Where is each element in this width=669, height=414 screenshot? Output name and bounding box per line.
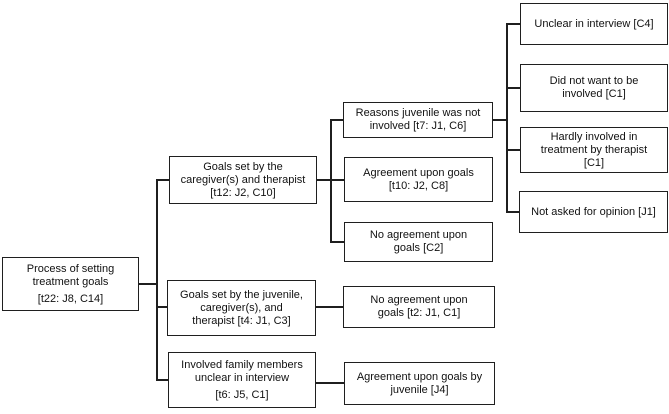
connector-line xyxy=(330,119,343,121)
connector-line xyxy=(156,306,167,308)
node-reasons-not-involved: Reasons juvenile was not involved [t7: J… xyxy=(343,102,493,138)
connector-line xyxy=(316,306,343,308)
node-family-unclear-tag: [t6: J5, C1] xyxy=(215,388,269,401)
connector-line xyxy=(316,382,344,384)
connector-line xyxy=(156,179,158,381)
connector-line xyxy=(317,179,330,181)
connector-line xyxy=(330,179,344,181)
node-unclear-interview: Unclear in interview [C4] xyxy=(520,3,668,45)
node-family-unclear: Involved family members unclear in inter… xyxy=(168,352,316,408)
node-goals-caregiver-therapist-label: Goals set by the caregiver(s) and therap… xyxy=(180,160,306,199)
node-root: Process of setting treatment goals [t22:… xyxy=(2,257,139,311)
node-hardly-involved: Hardly involved in treatment by therapis… xyxy=(520,127,668,173)
node-no-agreement-c2-label: No agreement upon goals [C2] xyxy=(369,229,468,254)
node-agreement-juvenile-label: Agreement upon goals by juvenile [J4] xyxy=(356,370,483,396)
node-did-not-want: Did not want to be involved [C1] xyxy=(520,64,668,112)
node-no-agreement-t2: No agreement upon goals [t2: J1, C1] xyxy=(343,286,495,328)
connector-line xyxy=(493,119,507,121)
connector-line xyxy=(330,119,332,243)
node-not-asked: Not asked for opinion [J1] xyxy=(519,191,668,233)
connector-line xyxy=(506,211,519,213)
connector-line xyxy=(330,241,344,243)
node-agreement-goals-label: Agreement upon goals [t10: J2, C8] xyxy=(363,166,474,192)
node-hardly-involved-label: Hardly involved in treatment by therapis… xyxy=(540,130,648,169)
connector-line xyxy=(506,23,508,213)
node-goals-caregiver-therapist: Goals set by the caregiver(s) and therap… xyxy=(169,156,317,204)
connector-line xyxy=(506,87,520,89)
node-did-not-want-label: Did not want to be involved [C1] xyxy=(549,75,639,100)
node-root-label: Process of setting treatment goals xyxy=(26,262,115,288)
node-family-unclear-label: Involved family members unclear in inter… xyxy=(181,358,303,384)
node-agreement-juvenile: Agreement upon goals by juvenile [J4] xyxy=(344,362,495,405)
node-no-agreement-c2: No agreement upon goals [C2] xyxy=(344,222,493,262)
node-goals-juvenile-caregiver-therapist-label: Goals set by the juvenile, caregiver(s),… xyxy=(180,288,303,327)
connector-line xyxy=(156,179,169,181)
node-root-tag: [t22: J8, C14] xyxy=(37,292,104,305)
connector-line xyxy=(506,23,520,25)
node-no-agreement-t2-label: No agreement upon goals [t2: J1, C1] xyxy=(370,294,468,319)
node-agreement-goals: Agreement upon goals [t10: J2, C8] xyxy=(344,157,493,202)
node-reasons-not-involved-label: Reasons juvenile was not involved [t7: J… xyxy=(355,107,481,132)
connector-line xyxy=(156,379,168,381)
connector-line xyxy=(139,283,157,285)
node-unclear-interview-label: Unclear in interview [C4] xyxy=(534,17,654,30)
node-not-asked-label: Not asked for opinion [J1] xyxy=(531,205,656,218)
node-goals-juvenile-caregiver-therapist: Goals set by the juvenile, caregiver(s),… xyxy=(167,280,316,336)
connector-line xyxy=(506,149,520,151)
